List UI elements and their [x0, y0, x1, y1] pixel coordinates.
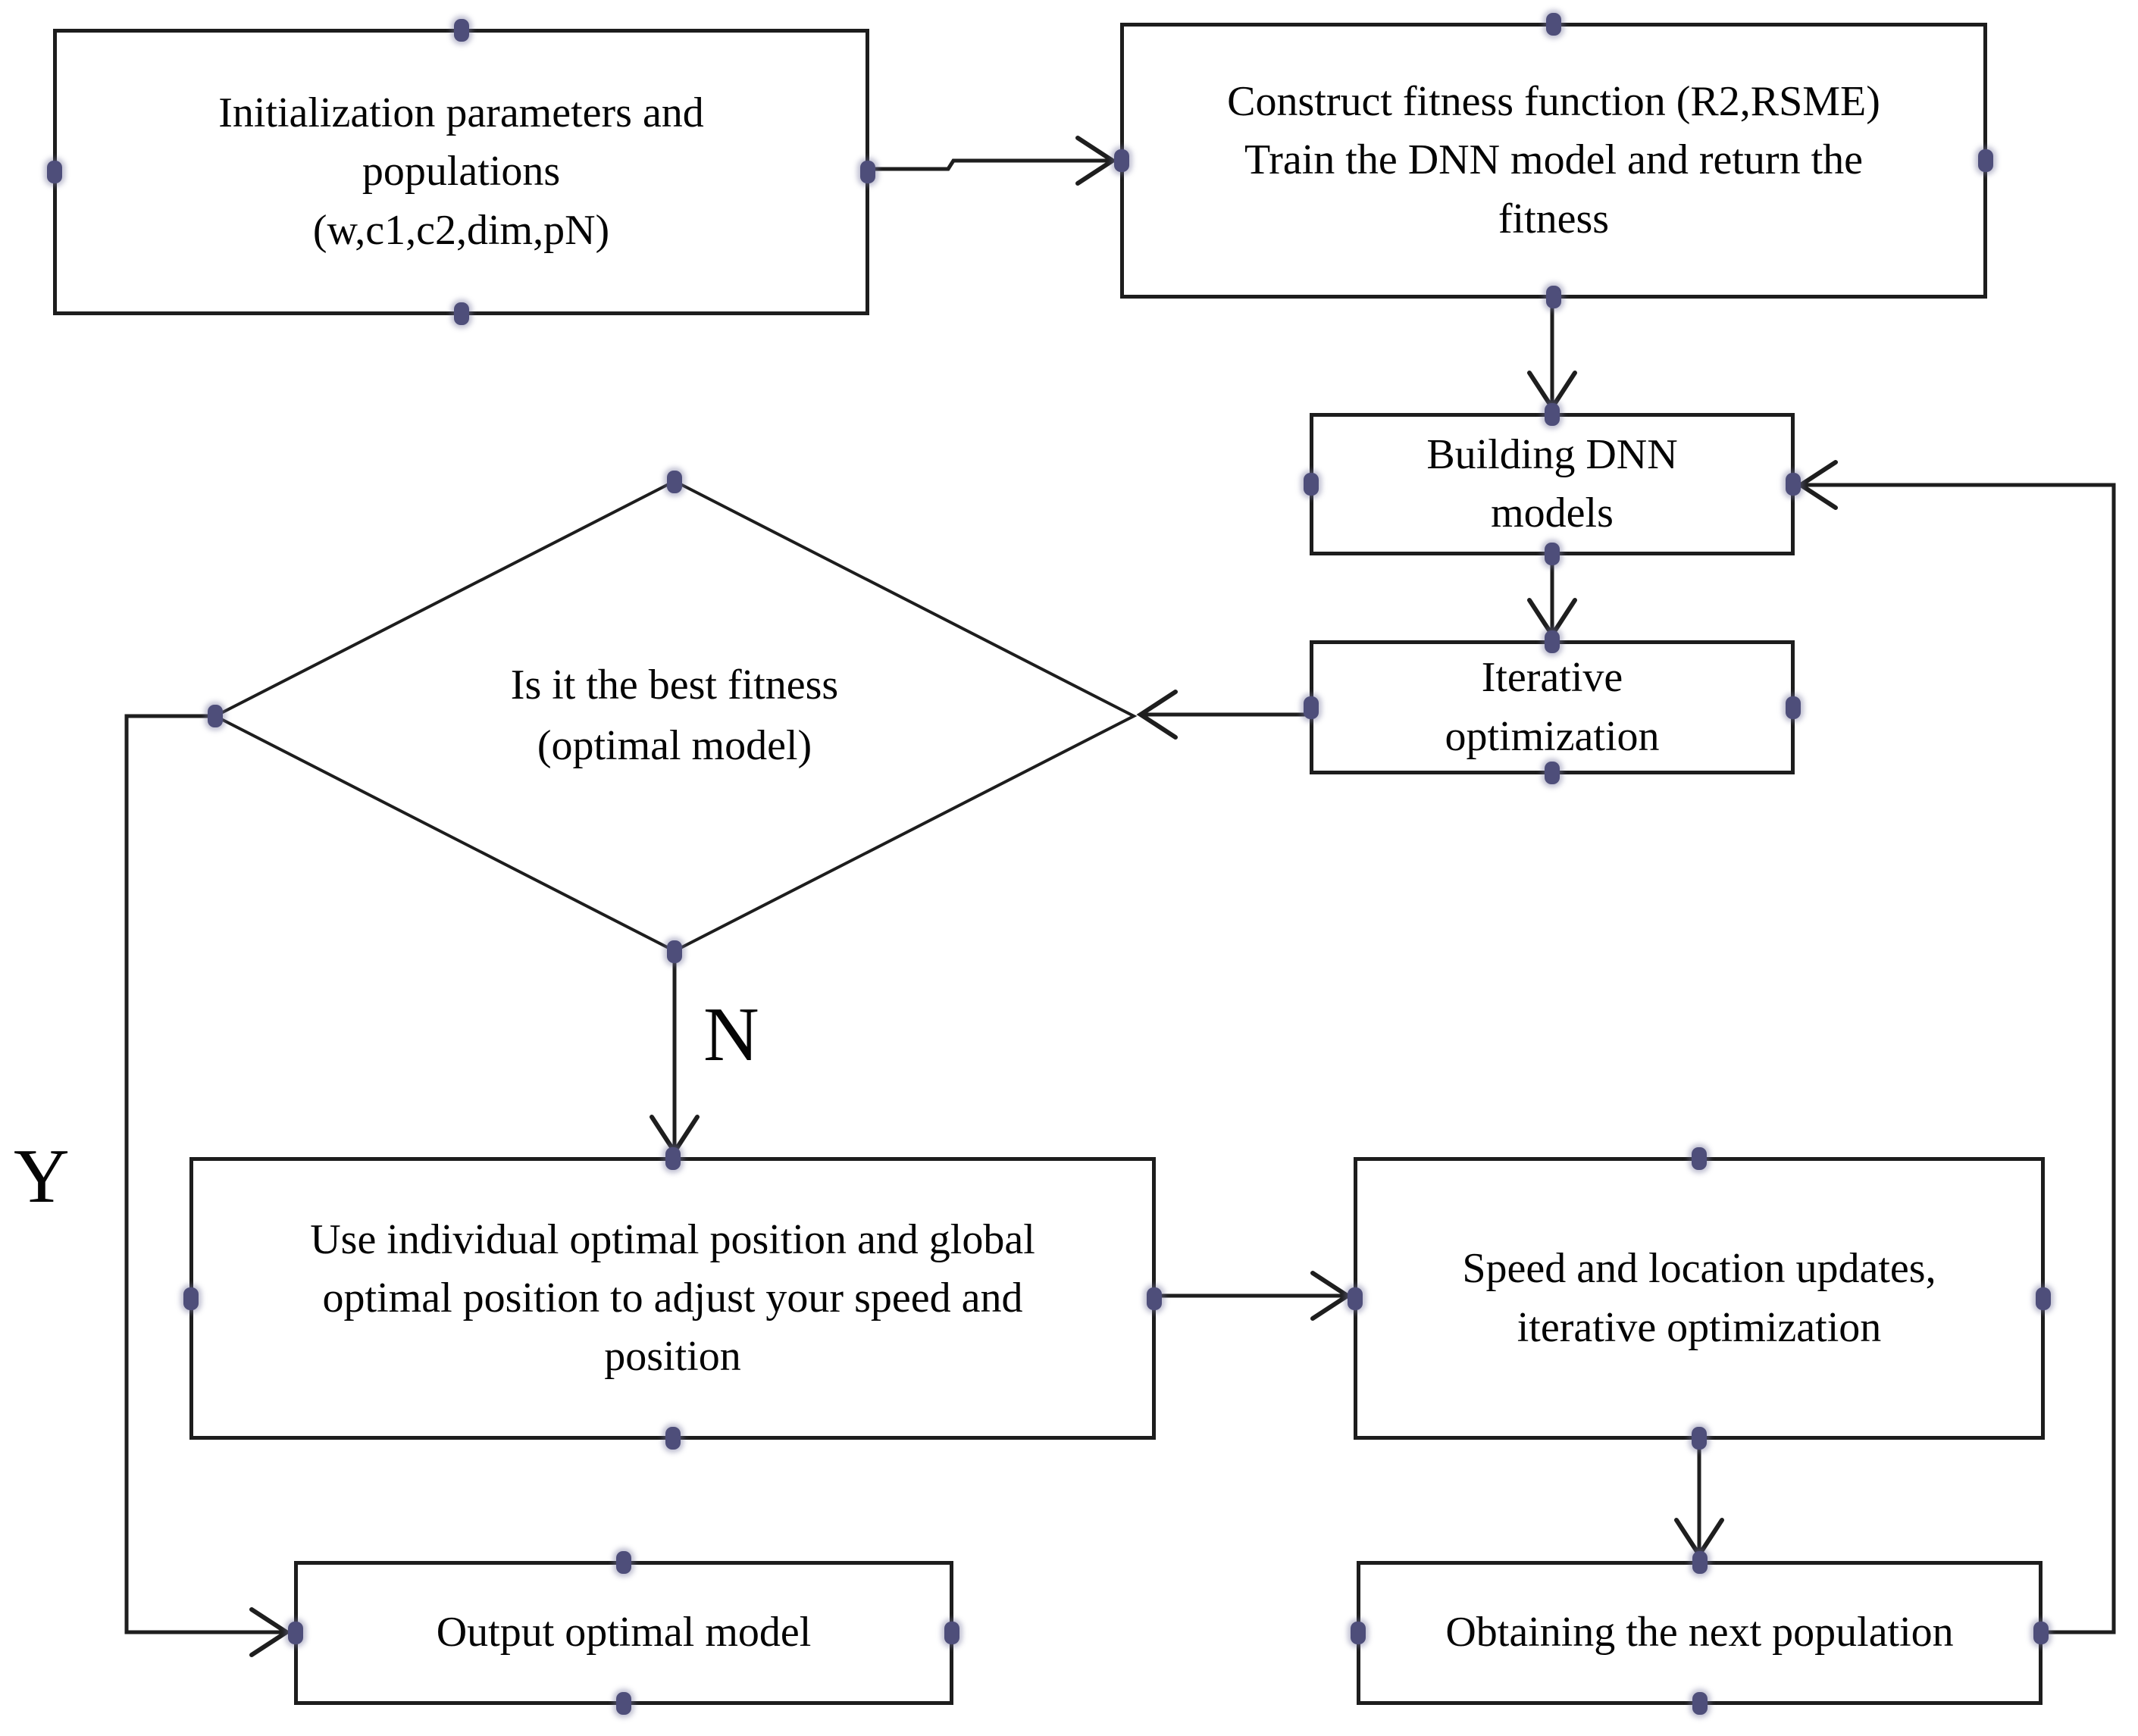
node-text-line: Construct fitness function (R2,RSME): [1227, 78, 1880, 126]
node-text-line: Iterative: [1481, 654, 1623, 702]
node-decision-best-fitness: Is it the best fitness (optimal model): [333, 637, 1016, 796]
node-text-line: optimal position to adjust your speed an…: [322, 1274, 1023, 1322]
node-text-line: Output optimal model: [436, 1609, 812, 1656]
selection-handle: [208, 705, 223, 727]
selection-handle: [616, 1551, 631, 1574]
selection-handle: [1304, 696, 1319, 719]
selection-handle: [1692, 1147, 1707, 1170]
selection-handle: [667, 940, 682, 963]
node-adjust-speed-position: Use individual optimal position and glob…: [183, 1147, 1162, 1450]
selection-handle: [1304, 473, 1319, 496]
node-iterative-optimization: Iterative optimization: [1304, 630, 1801, 784]
selection-handle: [183, 1287, 199, 1310]
selection-handle: [665, 1147, 681, 1170]
node-building-dnn: Building DNN models: [1304, 403, 1801, 565]
selection-handle: [1545, 630, 1560, 653]
connector-decision-to-output: [124, 714, 291, 1657]
selection-handle: [1348, 1287, 1363, 1310]
node-text-line: populations: [362, 148, 561, 195]
selection-handle: [944, 1622, 959, 1644]
selection-handle: [667, 471, 682, 493]
selection-handle: [2033, 1622, 2049, 1644]
selection-handle: [2036, 1287, 2051, 1310]
node-text-line: Train the DNN model and return the: [1244, 136, 1863, 184]
node-text-line: optimization: [1445, 712, 1660, 760]
selection-handle: [1351, 1622, 1366, 1644]
selection-handle: [453, 302, 469, 325]
node-text-line: position: [604, 1333, 741, 1381]
selection-handle: [47, 161, 62, 183]
connector-next-population-to-build: [1796, 460, 2116, 1634]
node-output-optimal-model: Output optimal model: [288, 1551, 959, 1715]
selection-handle: [1692, 1551, 1708, 1574]
node-text-line: Speed and location updates,: [1462, 1245, 1936, 1293]
edge-label-y: Y: [14, 1134, 70, 1219]
selection-handle: [1545, 403, 1560, 426]
selection-handle: [665, 1427, 681, 1450]
node-construct-fitness: Construct fitness function (R2,RSME) Tra…: [1114, 13, 1993, 308]
selection-handle: [1545, 543, 1560, 565]
selection-handle: [616, 1692, 631, 1715]
node-text-line: (optimal model): [537, 722, 812, 769]
selection-handle: [1546, 286, 1561, 308]
selection-handle: [1545, 762, 1560, 784]
selection-handle: [1147, 1287, 1162, 1310]
selection-handle: [1692, 1692, 1708, 1715]
node-text-line: models: [1491, 490, 1614, 536]
selection-handle: [1546, 13, 1561, 36]
selection-handle: [860, 161, 875, 183]
selection-handle: [1786, 473, 1801, 496]
node-obtaining-next-population: Obtaining the next population: [1351, 1551, 2049, 1715]
node-initialization: Initialization parameters and population…: [47, 19, 875, 325]
node-text-line: Obtaining the next population: [1445, 1609, 1954, 1656]
node-text-line: Use individual optimal position and glob…: [310, 1215, 1035, 1263]
selection-handle: [1978, 149, 1993, 172]
connector-init-to-fitness: [869, 136, 1117, 186]
selection-handle: [1786, 696, 1801, 719]
node-text-line: fitness: [1498, 195, 1610, 242]
node-text-line: Building DNN: [1426, 430, 1678, 478]
node-speed-location-updates: Speed and location updates, iterative op…: [1348, 1147, 2051, 1450]
selection-handle: [1114, 149, 1129, 172]
edge-label-n: N: [703, 992, 759, 1078]
selection-handle: [288, 1622, 303, 1644]
selection-handle: [1692, 1427, 1707, 1450]
node-text-line: Initialization parameters and: [218, 89, 704, 137]
node-text-line: iterative optimization: [1517, 1303, 1882, 1351]
node-text-line: Is it the best fitness: [510, 662, 839, 709]
node-text-line: (w,c1,c2,dim,pN): [312, 206, 610, 254]
selection-handle: [453, 19, 469, 42]
